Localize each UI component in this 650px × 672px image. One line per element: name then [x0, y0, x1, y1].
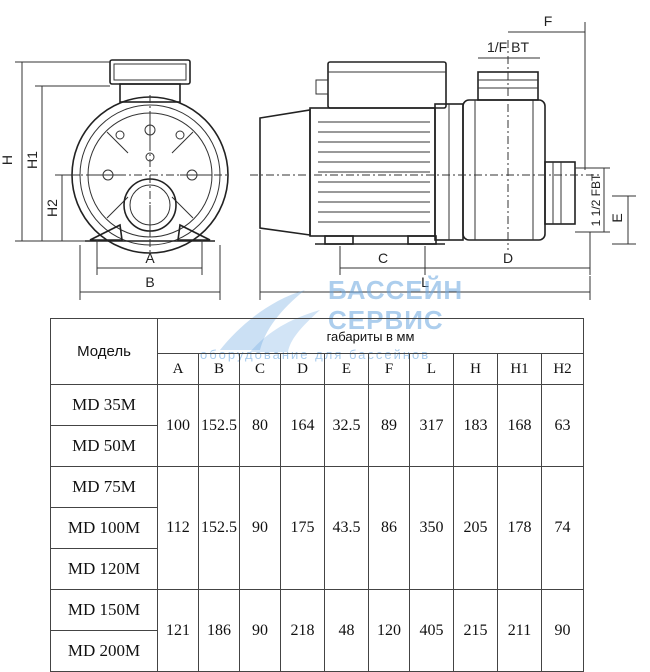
- model-name: MD 35M: [50, 384, 158, 426]
- dimension-value: 183: [453, 384, 498, 467]
- dim-label-b: B: [145, 274, 154, 290]
- model-name: MD 75M: [50, 466, 158, 508]
- pump-front-view: [70, 59, 230, 255]
- dim-label-f: F: [544, 13, 553, 29]
- dim-label-l: L: [421, 274, 429, 290]
- dimension-value: 164: [280, 384, 325, 467]
- model-name: MD 100M: [50, 507, 158, 549]
- model-name: MD 200M: [50, 630, 158, 672]
- dimension-value: 48: [324, 589, 369, 672]
- column-header: F: [368, 353, 410, 385]
- dimension-value: 120: [368, 589, 410, 672]
- dimension-value: 175: [280, 466, 325, 590]
- dimension-value: 205: [453, 466, 498, 590]
- column-header: E: [324, 353, 369, 385]
- dimension-value: 215: [453, 589, 498, 672]
- model-name: MD 50M: [50, 425, 158, 467]
- dimension-value: 63: [541, 384, 584, 467]
- dimension-value: 86: [368, 466, 410, 590]
- model-name: MD 120M: [50, 548, 158, 590]
- pump-side-view: [250, 40, 600, 250]
- dimension-value: 112: [157, 466, 199, 590]
- dim-label-a: A: [145, 250, 155, 266]
- column-header: H1: [497, 353, 542, 385]
- dim-label-side-connection: 1 1/2 FBT: [589, 173, 603, 226]
- table-row: MD 120M: [50, 548, 584, 590]
- dim-label-h: H: [0, 155, 15, 165]
- table-row: MD 50M: [50, 425, 584, 467]
- dimension-value: 317: [409, 384, 454, 467]
- dimension-value: 32.5: [324, 384, 369, 467]
- dimension-value: 186: [198, 589, 240, 672]
- dimension-value: 43.5: [324, 466, 369, 590]
- model-name: MD 150M: [50, 589, 158, 631]
- column-header: H: [453, 353, 498, 385]
- dimension-value: 74: [541, 466, 584, 590]
- front-view-dimensions: H H1 H2 A B: [0, 61, 221, 300]
- model-header: Модель: [50, 318, 158, 385]
- column-header: B: [198, 353, 240, 385]
- dim-label-e: E: [609, 213, 625, 222]
- table-row: MD 100M: [50, 507, 584, 549]
- dimension-value: 178: [497, 466, 542, 590]
- dimension-value: 152.5: [198, 384, 240, 467]
- dimension-value: 90: [239, 466, 281, 590]
- watermark-line-1: БАССЕЙН: [328, 275, 464, 305]
- dimension-value: 350: [409, 466, 454, 590]
- dim-label-h1: H1: [24, 151, 40, 169]
- dim-label-h2: H2: [44, 199, 60, 217]
- column-header: C: [239, 353, 281, 385]
- dim-label-d: D: [503, 250, 513, 266]
- dimension-value: 90: [239, 589, 281, 672]
- column-header: L: [409, 353, 454, 385]
- dimension-value: 405: [409, 589, 454, 672]
- column-header: A: [157, 353, 199, 385]
- dimension-value: 218: [280, 589, 325, 672]
- dimension-value: 90: [541, 589, 584, 672]
- pump-dimension-drawing: H H1 H2 A B: [0, 13, 636, 300]
- dimension-value: 211: [497, 589, 542, 672]
- dimensions-header: габариты в мм: [157, 318, 584, 354]
- dimension-value: 89: [368, 384, 410, 467]
- dimension-value: 152.5: [198, 466, 240, 590]
- column-header: D: [280, 353, 325, 385]
- dimension-value: 168: [497, 384, 542, 467]
- dimension-value: 80: [239, 384, 281, 467]
- column-header: H2: [541, 353, 584, 385]
- side-view-dimensions: F 1/F BT 1 1/2 FBT E C D L: [259, 13, 636, 300]
- dim-label-c: C: [378, 250, 388, 266]
- dimension-value: 121: [157, 589, 199, 672]
- dimension-value: 100: [157, 384, 199, 467]
- dim-label-top-connection: 1/F BT: [487, 39, 529, 55]
